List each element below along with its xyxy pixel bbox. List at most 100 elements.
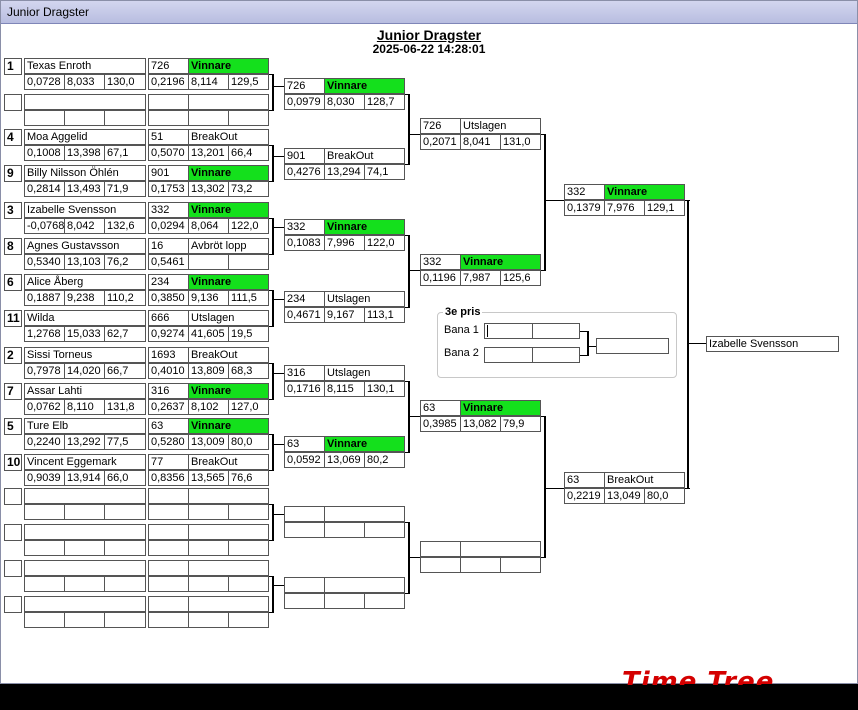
bracket-line — [687, 200, 689, 489]
elapsed-time: 9,167 — [324, 307, 365, 323]
elapsed-time — [64, 540, 105, 556]
reaction-time — [24, 576, 65, 592]
speed: 122,0 — [228, 218, 269, 234]
racer-name[interactable]: Alice Åberg — [24, 274, 146, 290]
speed — [104, 576, 146, 592]
car-number: 16 — [148, 238, 189, 254]
speed: 71,9 — [104, 181, 146, 197]
racer-name[interactable]: Wilda — [24, 310, 146, 326]
car-number: 332 — [284, 219, 325, 235]
racer-name[interactable]: Billy Nilsson Öhlén — [24, 165, 146, 181]
bracket-line — [272, 145, 274, 182]
speed — [500, 557, 541, 573]
speed — [228, 540, 269, 556]
racer-name[interactable] — [24, 560, 146, 576]
speed: 76,6 — [228, 470, 269, 486]
reaction-time: 0,4010 — [148, 363, 189, 379]
car-number: 234 — [148, 274, 189, 290]
reaction-time: 0,2240 — [24, 434, 65, 450]
speed: 111,5 — [228, 290, 269, 306]
racer-name[interactable] — [24, 488, 146, 504]
racer-name[interactable]: Ture Elb — [24, 418, 146, 434]
bracket-line — [269, 612, 274, 613]
reaction-time — [24, 504, 65, 520]
elapsed-time — [188, 110, 229, 126]
car-number: 316 — [148, 383, 189, 399]
bracket-line — [541, 557, 546, 558]
speed: 62,7 — [104, 326, 146, 342]
bracket-line — [273, 227, 284, 228]
speed: 130,0 — [104, 74, 146, 90]
bracket-line — [269, 290, 274, 291]
bracket-line — [272, 363, 274, 400]
speed — [104, 540, 146, 556]
bracket-line — [409, 270, 420, 271]
bracket-line — [269, 218, 274, 219]
lane1-label: Bana 1 — [444, 324, 479, 336]
elapsed-time: 8,102 — [188, 399, 229, 415]
elapsed-time: 15,033 — [64, 326, 105, 342]
race-result — [324, 506, 405, 522]
reaction-time: 0,1716 — [284, 381, 325, 397]
bracket-line — [269, 470, 274, 471]
bracket-line — [544, 416, 546, 558]
connector — [580, 355, 588, 356]
window-title: Junior Dragster — [7, 5, 90, 19]
seed-number — [4, 488, 22, 505]
race-result: Avbröt lopp — [188, 238, 269, 254]
speed — [228, 254, 269, 270]
title-bar[interactable]: Junior Dragster — [1, 1, 857, 24]
final-winner-name[interactable]: Izabelle Svensson — [706, 336, 839, 352]
bracket-line — [405, 381, 410, 382]
reaction-time: 0,7978 — [24, 363, 65, 379]
lane2-field-a[interactable] — [484, 347, 533, 363]
racer-name[interactable] — [24, 524, 146, 540]
racer-name[interactable] — [24, 596, 146, 612]
bracket-line — [269, 74, 274, 75]
racer-name[interactable]: Texas Enroth — [24, 58, 146, 74]
car-number: 332 — [564, 184, 605, 200]
racer-name[interactable]: Assar Lahti — [24, 383, 146, 399]
lane2-field-b[interactable] — [532, 347, 580, 363]
speed: 131,0 — [500, 134, 541, 150]
speed: 79,9 — [500, 416, 541, 432]
bracket-line — [272, 218, 274, 255]
seed-number: 10 — [4, 454, 22, 471]
connector — [588, 346, 596, 347]
seed-number: 4 — [4, 129, 22, 146]
reaction-time — [24, 110, 65, 126]
seed-number: 9 — [4, 165, 22, 182]
racer-name[interactable]: Moa Aggelid — [24, 129, 146, 145]
elapsed-time: 9,238 — [64, 290, 105, 306]
racer-name[interactable]: Sissi Torneus — [24, 347, 146, 363]
speed: 68,3 — [228, 363, 269, 379]
car-number — [148, 488, 189, 504]
reaction-time: 0,2637 — [148, 399, 189, 415]
speed: 76,2 — [104, 254, 146, 270]
speed — [364, 593, 405, 609]
speed: 66,7 — [104, 363, 146, 379]
connector — [587, 331, 589, 356]
speed — [104, 110, 146, 126]
reaction-time: 0,1008 — [24, 145, 65, 161]
speed: 66,0 — [104, 470, 146, 486]
racer-name[interactable]: Vincent Eggemark — [24, 454, 146, 470]
third-prize-box — [437, 312, 677, 378]
lane1-field-b[interactable] — [532, 323, 580, 339]
speed: 128,7 — [364, 94, 405, 110]
seed-number: 7 — [4, 383, 22, 400]
elapsed-time: 8,114 — [188, 74, 229, 90]
elapsed-time: 13,082 — [460, 416, 501, 432]
bracket-line — [269, 540, 274, 541]
race-result: Vinnare — [188, 165, 269, 181]
bracket-line — [273, 444, 284, 445]
lane1-field-a[interactable] — [484, 323, 533, 339]
reaction-time: 0,1753 — [148, 181, 189, 197]
speed — [104, 612, 146, 628]
reaction-time — [148, 576, 189, 592]
racer-name[interactable]: Agnes Gustavsson — [24, 238, 146, 254]
elapsed-time: 13,292 — [64, 434, 105, 450]
racer-name[interactable]: Izabelle Svensson — [24, 202, 146, 218]
racer-name[interactable] — [24, 94, 146, 110]
third-prize-result[interactable] — [596, 338, 669, 354]
